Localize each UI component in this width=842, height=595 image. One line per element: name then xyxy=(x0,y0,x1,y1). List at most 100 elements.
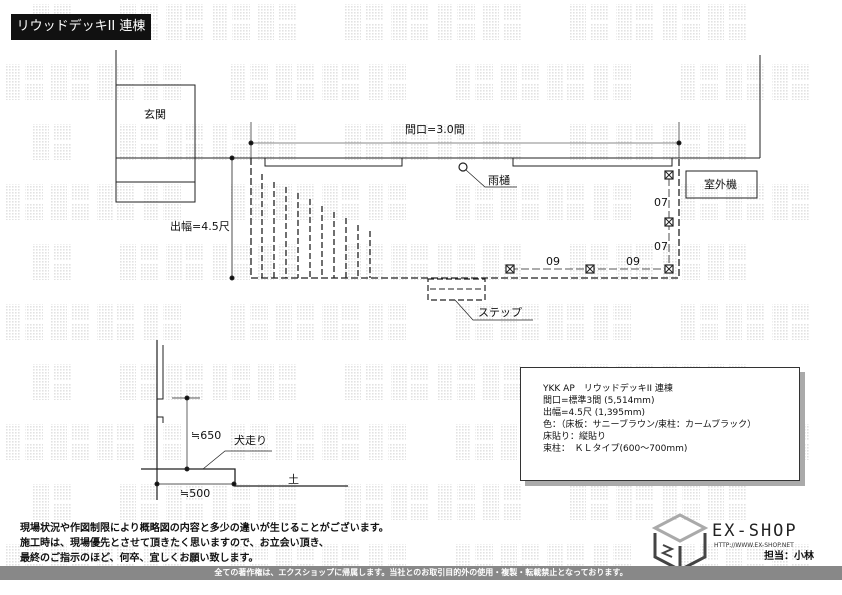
watermark-glyph xyxy=(322,424,360,460)
outdoor-unit-label: 室外機 xyxy=(704,178,737,191)
watermark-glyph xyxy=(33,244,71,280)
watermark-glyph xyxy=(212,364,250,400)
watermark-glyph xyxy=(570,4,608,40)
watermark-glyph xyxy=(391,484,429,520)
watermark-glyph xyxy=(547,64,585,100)
watermark-glyph xyxy=(570,124,608,160)
section-width-label: ≒500 xyxy=(180,487,211,500)
post-marker-icon xyxy=(585,264,595,274)
depth-dimension-label: 出幅=4.5尺 xyxy=(170,220,230,233)
watermark-glyph xyxy=(616,4,654,40)
watermark-glyph xyxy=(501,184,539,220)
post-spacing-label: 07 xyxy=(654,240,668,253)
watermark-glyph xyxy=(230,304,268,340)
watermark-glyph xyxy=(593,184,631,220)
watermark-glyph xyxy=(455,184,493,220)
watermark-glyph xyxy=(33,124,71,160)
drawing-title: リウッドデッキII 連棟 xyxy=(11,14,151,40)
watermark-glyph xyxy=(212,4,250,40)
post-marker-icon xyxy=(664,217,674,227)
watermark-glyph xyxy=(368,64,406,100)
watermark-glyph xyxy=(593,64,631,100)
watermark-glyph xyxy=(5,304,43,340)
watermark-glyph xyxy=(570,244,608,280)
watermark-glyph xyxy=(570,484,608,520)
post-line xyxy=(510,175,670,270)
watermark-glyph xyxy=(51,424,89,460)
watermark-glyph xyxy=(120,244,158,280)
watermark-glyph xyxy=(120,364,158,400)
spec-line: 間口=標準3間 (5,514mm) xyxy=(543,396,655,406)
spec-line: 色：（床板：サニーブラウン/束柱：カームブラック） xyxy=(543,420,757,430)
watermark-glyph xyxy=(258,244,296,280)
watermark-glyph xyxy=(437,4,475,40)
watermark-glyph xyxy=(662,4,700,40)
watermark-glyph xyxy=(616,244,654,280)
note-line: 施工時は、現場優先とさせて頂きたく思いますので、お立会い頂き、 xyxy=(20,538,329,549)
watermark-glyph xyxy=(501,304,539,340)
watermark-glyph xyxy=(708,124,746,160)
copyright-bar: 全ての著作権は、エクスショップに帰属します。当社とのお取引目的外の使用・複製・転… xyxy=(0,566,842,580)
watermark-glyph xyxy=(368,304,406,340)
watermark-glyph xyxy=(455,424,493,460)
watermark-glyph xyxy=(662,484,700,520)
watermark-glyph xyxy=(345,364,383,400)
watermark-glyph xyxy=(276,424,314,460)
spec-line: 床貼り：縦貼り xyxy=(543,432,607,442)
watermark-glyph xyxy=(483,124,521,160)
watermark-glyph xyxy=(322,184,360,220)
watermark-glyph xyxy=(230,184,268,220)
watermark-glyph xyxy=(97,64,135,100)
watermark-glyph xyxy=(258,124,296,160)
outdoor-unit-box xyxy=(685,170,758,199)
watermark-glyph xyxy=(391,4,429,40)
watermark-glyph xyxy=(368,184,406,220)
watermark-glyph xyxy=(437,244,475,280)
watermark-glyph xyxy=(391,244,429,280)
watermark-glyph xyxy=(616,484,654,520)
watermark-glyph xyxy=(212,484,250,520)
entrance-box xyxy=(115,84,196,203)
height-dimension-label: ≒650 xyxy=(191,429,222,442)
walkway-label: 犬走り xyxy=(234,434,267,447)
watermark-glyph xyxy=(345,4,383,40)
note-line: 現場状況や作図制限により概略図の内容と多少の違いが生じることがございます。 xyxy=(20,523,389,534)
post-marker-icon xyxy=(505,264,515,274)
watermark-glyph xyxy=(258,364,296,400)
watermark-glyph xyxy=(501,64,539,100)
watermark-glyph xyxy=(455,64,493,100)
watermark-glyph xyxy=(483,364,521,400)
watermark-glyph xyxy=(547,304,585,340)
posts xyxy=(505,170,674,274)
window-left xyxy=(264,157,403,167)
watermark-glyph xyxy=(772,304,810,340)
watermark-glyph xyxy=(708,484,746,520)
deck-outline xyxy=(250,158,680,279)
watermark-glyph xyxy=(143,304,181,340)
watermark-glyph xyxy=(143,424,181,460)
post-spacing-label: 09 xyxy=(546,255,560,268)
watermark-glyph xyxy=(345,124,383,160)
staff-label: 担当：小林 xyxy=(764,551,814,562)
watermark-glyph xyxy=(616,124,654,160)
watermark-glyph xyxy=(212,124,250,160)
watermark-glyph xyxy=(166,484,204,520)
watermark-glyph xyxy=(437,364,475,400)
watermark-glyph xyxy=(680,184,718,220)
post-spacing-label: 07 xyxy=(654,196,668,209)
gutter-icon xyxy=(458,162,468,172)
watermark-glyph xyxy=(547,184,585,220)
ex-shop-logo-icon xyxy=(651,513,709,572)
watermark-glyph xyxy=(593,304,631,340)
note-line: 最終のご指示のほど、何卒、宜しくお願い致します。 xyxy=(20,553,259,564)
watermark-glyph xyxy=(680,64,718,100)
watermark-glyph xyxy=(708,4,746,40)
watermark-glyph xyxy=(143,64,181,100)
watermark-glyph xyxy=(726,184,764,220)
watermark-glyph xyxy=(51,304,89,340)
step-label: ステップ xyxy=(478,306,522,319)
watermark-glyph xyxy=(680,304,718,340)
entrance-label: 玄関 xyxy=(144,108,166,121)
watermark-glyph xyxy=(437,484,475,520)
brand-url: HTTP://WWW.EX-SHOP.NET xyxy=(714,542,794,549)
